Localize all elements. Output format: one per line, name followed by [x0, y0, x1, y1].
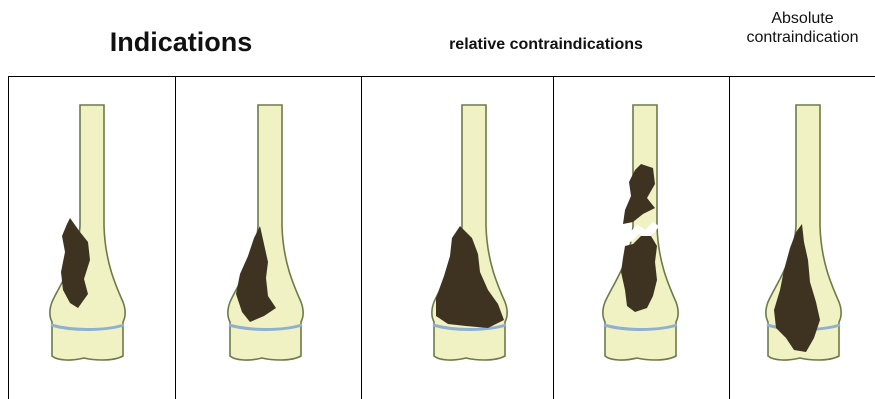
- diagram-frame: [8, 76, 875, 399]
- indications-header: Indications: [0, 27, 362, 58]
- bone-panel-2: [228, 105, 304, 360]
- bone-illustration: [228, 105, 304, 360]
- bone-panel-3: [432, 105, 508, 360]
- bone-panel-4: [603, 105, 679, 360]
- bone-panel-5: [766, 105, 842, 360]
- bone-panel-1: [50, 105, 126, 360]
- bone-illustration: [50, 105, 126, 360]
- absolute-header-line1: Absolute: [730, 9, 875, 28]
- absolute-contraindication-header: Absolute contraindication: [730, 9, 875, 47]
- relative-contraindications-header: relative contraindications: [362, 36, 730, 54]
- absolute-header-line2: contraindication: [730, 28, 875, 47]
